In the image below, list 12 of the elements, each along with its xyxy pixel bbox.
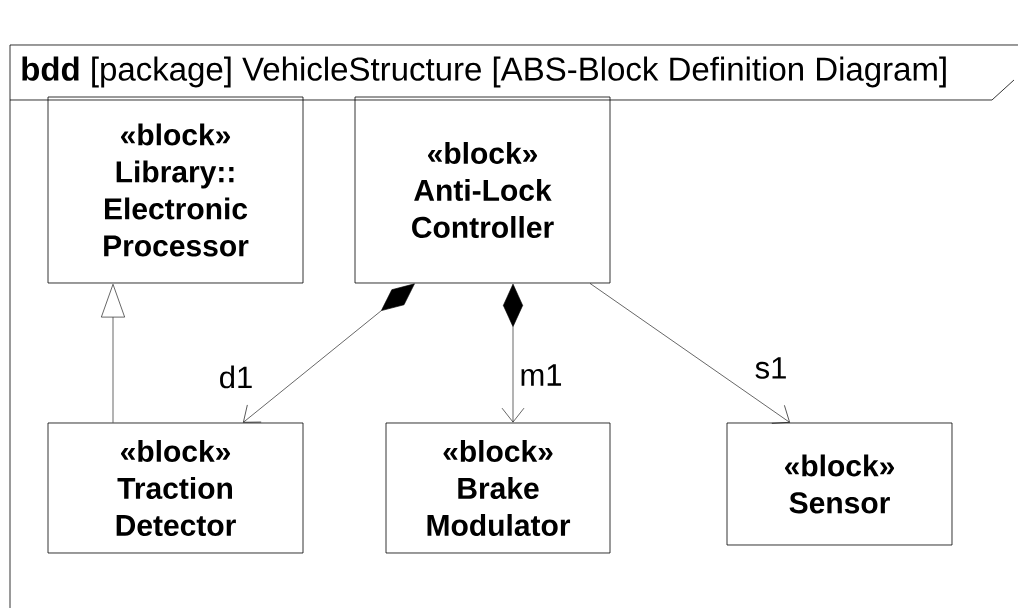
block-box: «block» Traction Detector xyxy=(47,422,304,554)
edge-label: d1 xyxy=(217,364,255,390)
connector xyxy=(501,283,525,423)
block-box: «block» Anti-Lock Controller xyxy=(354,96,611,284)
connector xyxy=(589,283,790,424)
connector xyxy=(101,284,125,423)
edge-label: s1 xyxy=(753,356,789,380)
block-box: «block» Sensor xyxy=(726,422,953,546)
connector xyxy=(243,283,415,423)
block-box: «block» Library:: Electronic Processor xyxy=(47,96,304,284)
edge-label: m1 xyxy=(518,363,564,387)
block-box: «block» Brake Modulator xyxy=(385,422,611,554)
